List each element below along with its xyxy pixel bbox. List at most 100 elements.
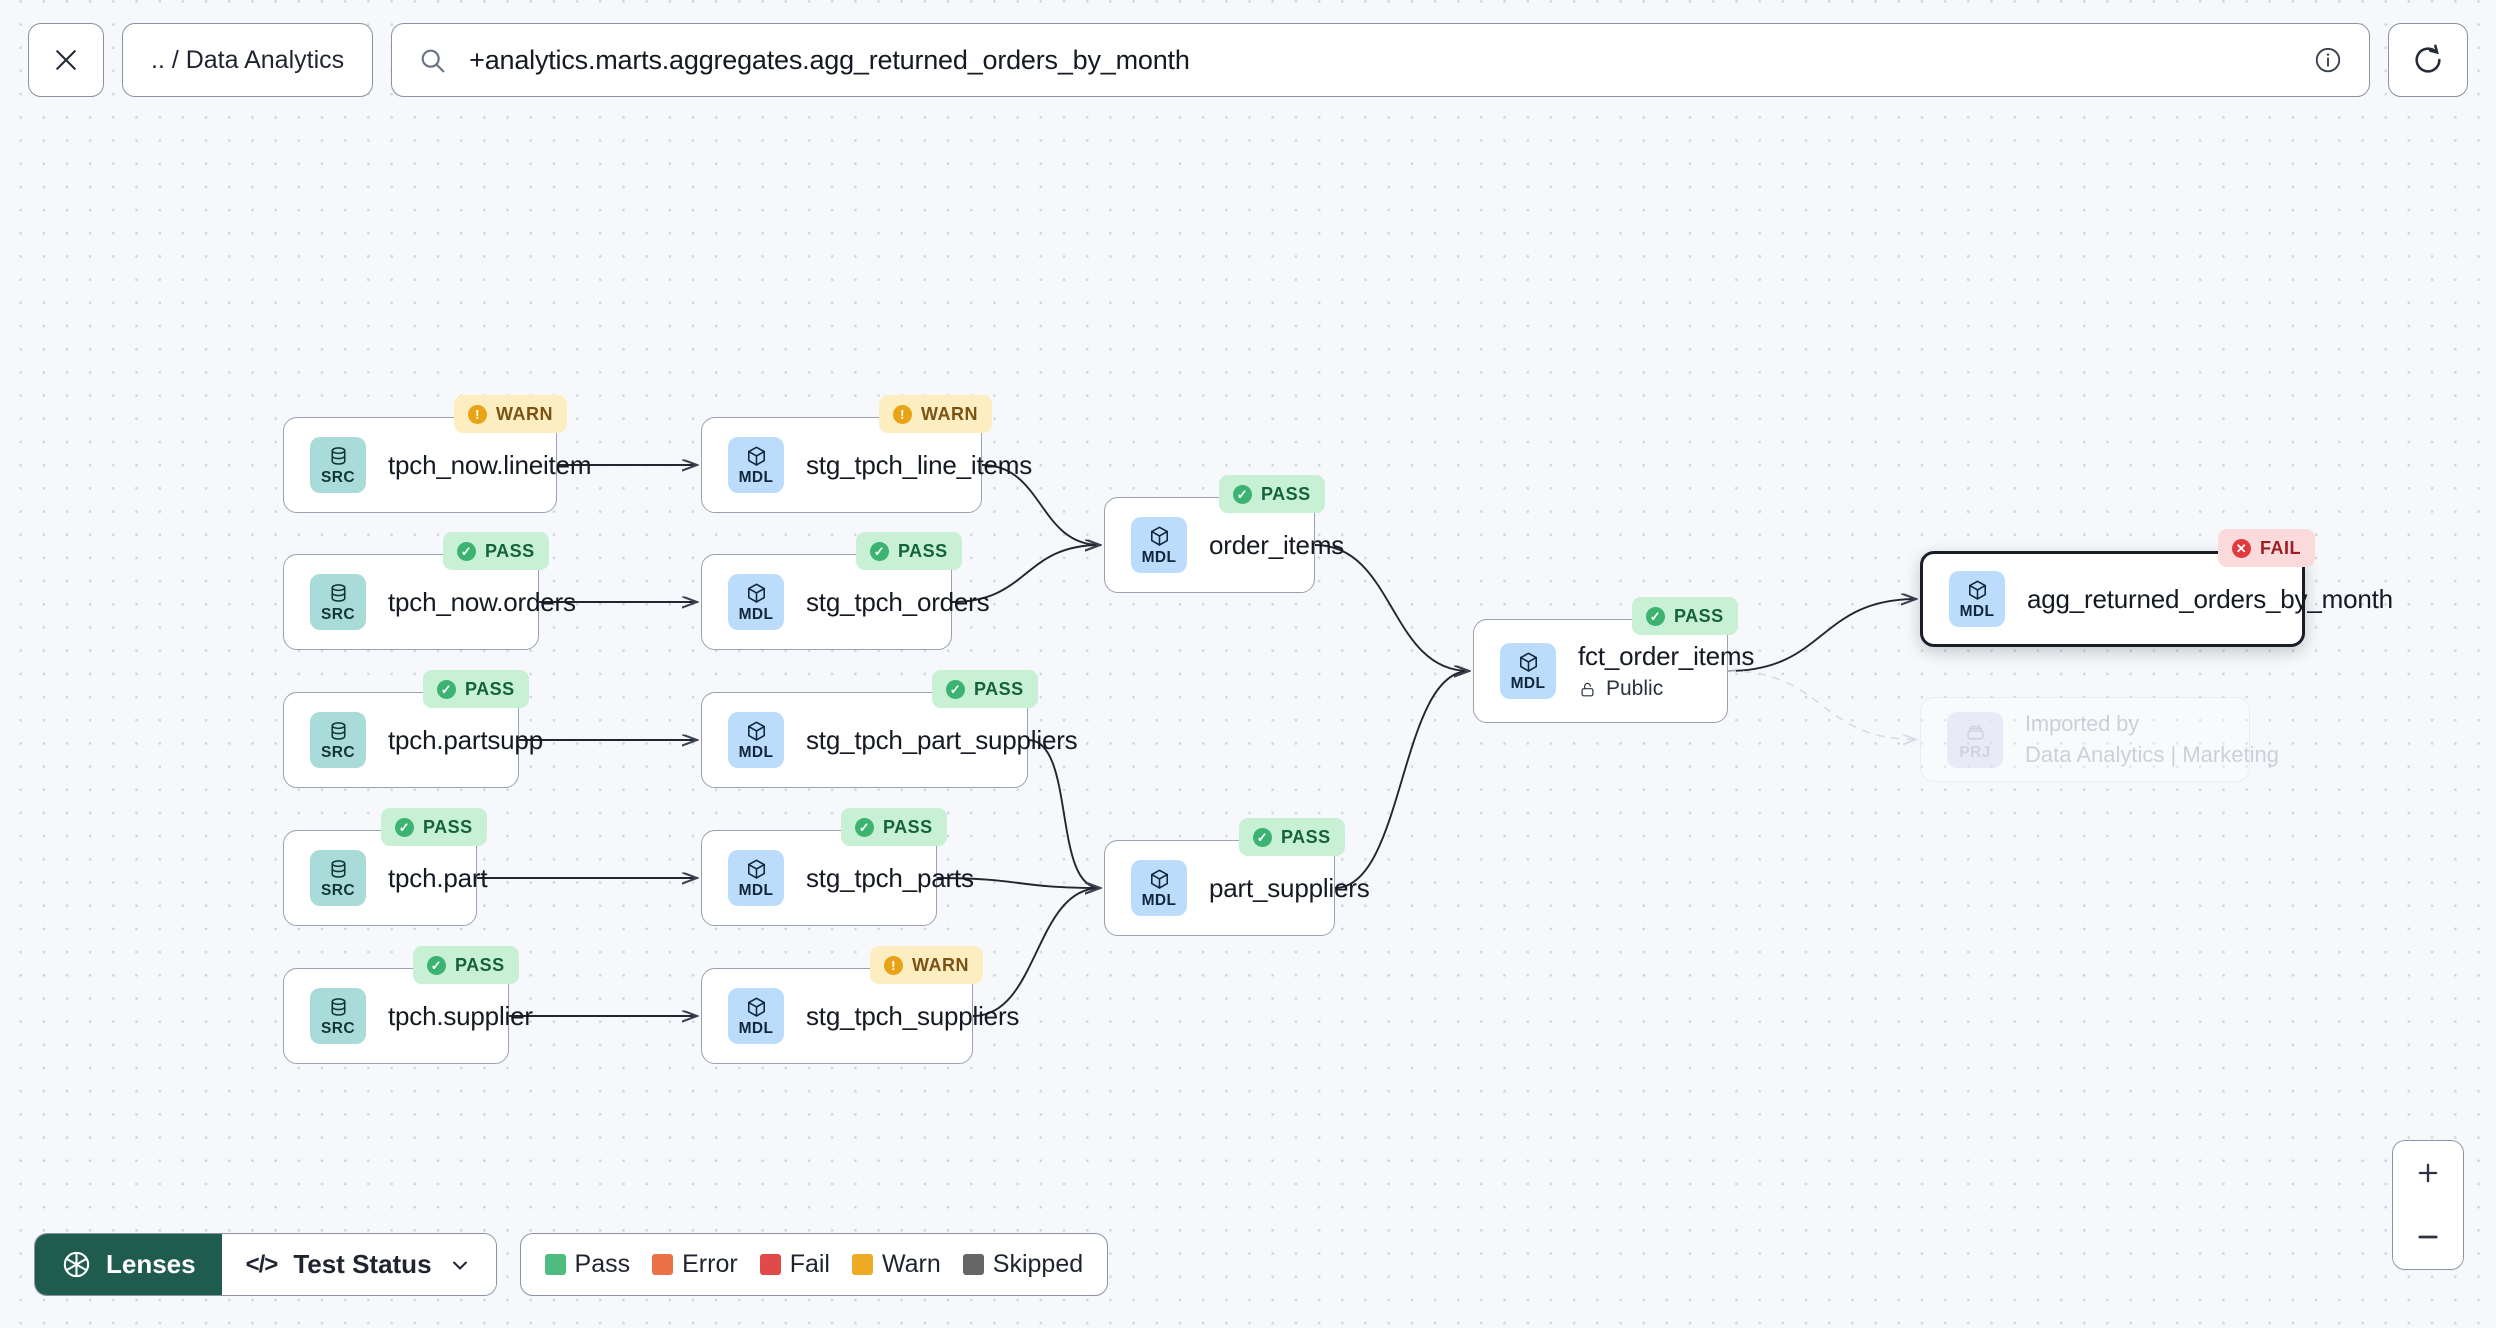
- status-badge-order_items[interactable]: ✓PASS: [1219, 475, 1325, 513]
- search-field[interactable]: +analytics.marts.aggregates.agg_returned…: [391, 23, 2370, 97]
- graph-node-stg_tpch_parts[interactable]: MDL stg_tpch_parts: [701, 830, 974, 926]
- status-label: PASS: [898, 540, 948, 561]
- top-toolbar: .. / Data Analytics +analytics.marts.agg…: [0, 0, 2496, 120]
- status-label: WARN: [496, 403, 553, 424]
- mdl-type-badge: MDL: [1949, 571, 2005, 627]
- info-icon[interactable]: [2313, 45, 2343, 75]
- legend-item-warn[interactable]: Warn: [851, 1250, 941, 1279]
- node-type-label: MDL: [738, 1020, 774, 1038]
- graph-node-stg_tpch_suppliers[interactable]: MDL stg_tpch_suppliers: [701, 968, 1020, 1064]
- test-status-dropdown[interactable]: </> Test Status: [221, 1234, 496, 1295]
- status-badge-stg_tpch_suppliers[interactable]: !WARN: [870, 946, 983, 984]
- legend-item-skipped[interactable]: Skipped: [962, 1250, 1084, 1279]
- node-visibility-label: Public: [1606, 677, 1664, 700]
- status-label: WARN: [921, 403, 978, 424]
- status-label: FAIL: [2260, 537, 2301, 558]
- status-badge-part_suppliers[interactable]: ✓PASS: [1239, 818, 1345, 856]
- node-name: stg_tpch_suppliers: [806, 1000, 1020, 1031]
- node-type-label: MDL: [738, 606, 774, 624]
- node-type-label: MDL: [738, 469, 774, 487]
- status-badge-stg_tpch_line_items[interactable]: !WARN: [879, 395, 992, 433]
- graph-node-tpch_partsupp[interactable]: SRC tpch.partsupp: [283, 692, 543, 788]
- node-label-group: stg_tpch_orders: [806, 587, 990, 618]
- edge-fct_order_items-to-agg_returned_orders_by_month: [1727, 599, 1916, 672]
- legend-swatch: [652, 1254, 674, 1275]
- src-type-badge: SRC: [310, 712, 366, 768]
- node-name: order_items: [1209, 529, 1345, 560]
- status-badge-tpch_now_orders[interactable]: ✓PASS: [443, 532, 549, 570]
- node-type-label: MDL: [1141, 549, 1177, 567]
- fail-status-icon: ✕: [2232, 538, 2251, 558]
- src-type-badge: SRC: [310, 988, 366, 1044]
- lens-control-group: Lenses </> Test Status: [34, 1233, 497, 1296]
- node-label-group: tpch.part: [388, 862, 488, 894]
- zoom-in-button[interactable]: [2393, 1141, 2463, 1205]
- pass-status-icon: ✓: [870, 541, 889, 561]
- node-name: tpch.part: [388, 862, 488, 893]
- status-label: PASS: [465, 678, 515, 699]
- mdl-type-badge: MDL: [1500, 643, 1556, 699]
- node-label-group: agg_returned_orders_by_month: [2027, 584, 2393, 615]
- status-badge-stg_tpch_part_suppliers[interactable]: ✓PASS: [932, 670, 1038, 708]
- legend-item-error[interactable]: Error: [652, 1250, 738, 1279]
- status-badge-agg_returned_orders_by_month[interactable]: ✕ FAIL: [2218, 529, 2315, 567]
- status-badge-tpch_part[interactable]: ✓PASS: [381, 808, 487, 846]
- mdl-type-badge: MDL: [728, 850, 784, 906]
- close-button[interactable]: [28, 23, 104, 97]
- node-name: Imported by: [2025, 711, 2139, 736]
- mdl-type-badge: MDL: [1131, 517, 1187, 573]
- status-label: PASS: [1281, 826, 1331, 847]
- aperture-icon: [63, 1251, 90, 1278]
- node-label-group: part_suppliers: [1209, 873, 1370, 904]
- node-name: stg_tpch_parts: [806, 862, 974, 893]
- pass-status-icon: ✓: [946, 679, 965, 699]
- breadcrumb-button[interactable]: .. / Data Analytics: [122, 23, 374, 97]
- close-icon: [56, 50, 76, 70]
- zoom-out-button[interactable]: [2393, 1205, 2463, 1269]
- node-name: tpch.partsupp: [388, 724, 543, 755]
- graph-node-agg_returned_orders_by_month[interactable]: MDL agg_returned_orders_by_month: [1920, 551, 2393, 647]
- legend-item-pass[interactable]: Pass: [544, 1250, 630, 1279]
- legend-swatch: [544, 1254, 566, 1275]
- status-badge-tpch_now_lineitem[interactable]: !WARN: [454, 395, 567, 433]
- status-badge-tpch_partsupp[interactable]: ✓PASS: [423, 670, 529, 708]
- lenses-button[interactable]: Lenses: [35, 1234, 222, 1295]
- mdl-type-badge: MDL: [728, 574, 784, 630]
- graph-node-order_items[interactable]: MDL order_items: [1104, 497, 1345, 593]
- legend-swatch: [962, 1254, 984, 1275]
- refresh-button[interactable]: [2388, 23, 2468, 97]
- node-visibility: Public: [1578, 677, 1701, 701]
- node-type-label: MDL: [1510, 675, 1546, 693]
- status-label: PASS: [1674, 605, 1724, 626]
- pass-status-icon: ✓: [855, 817, 874, 837]
- zoom-controls: [2392, 1140, 2464, 1270]
- status-badge-stg_tpch_parts[interactable]: ✓PASS: [841, 808, 947, 846]
- status-badge-fct_order_items[interactable]: ✓ PASS: [1632, 597, 1738, 635]
- status-badge-tpch_supplier[interactable]: ✓PASS: [413, 946, 519, 984]
- status-badge-stg_tpch_orders[interactable]: ✓ PASS: [856, 532, 962, 570]
- plus-icon: [2418, 1163, 2438, 1183]
- node-type-label: PRJ: [1959, 743, 1991, 761]
- node-name: tpch_now.orders: [388, 586, 576, 617]
- graph-node-stg_tpch_orders[interactable]: MDL stg_tpch_orders: [701, 554, 990, 650]
- minus-icon: [2418, 1235, 2438, 1239]
- legend-item-fail[interactable]: Fail: [759, 1250, 830, 1279]
- legend-label: Skipped: [992, 1250, 1084, 1278]
- pass-status-icon: ✓: [1646, 606, 1665, 626]
- node-type-label: MDL: [738, 882, 774, 900]
- search-value[interactable]: +analytics.marts.aggregates.agg_returned…: [469, 44, 1190, 75]
